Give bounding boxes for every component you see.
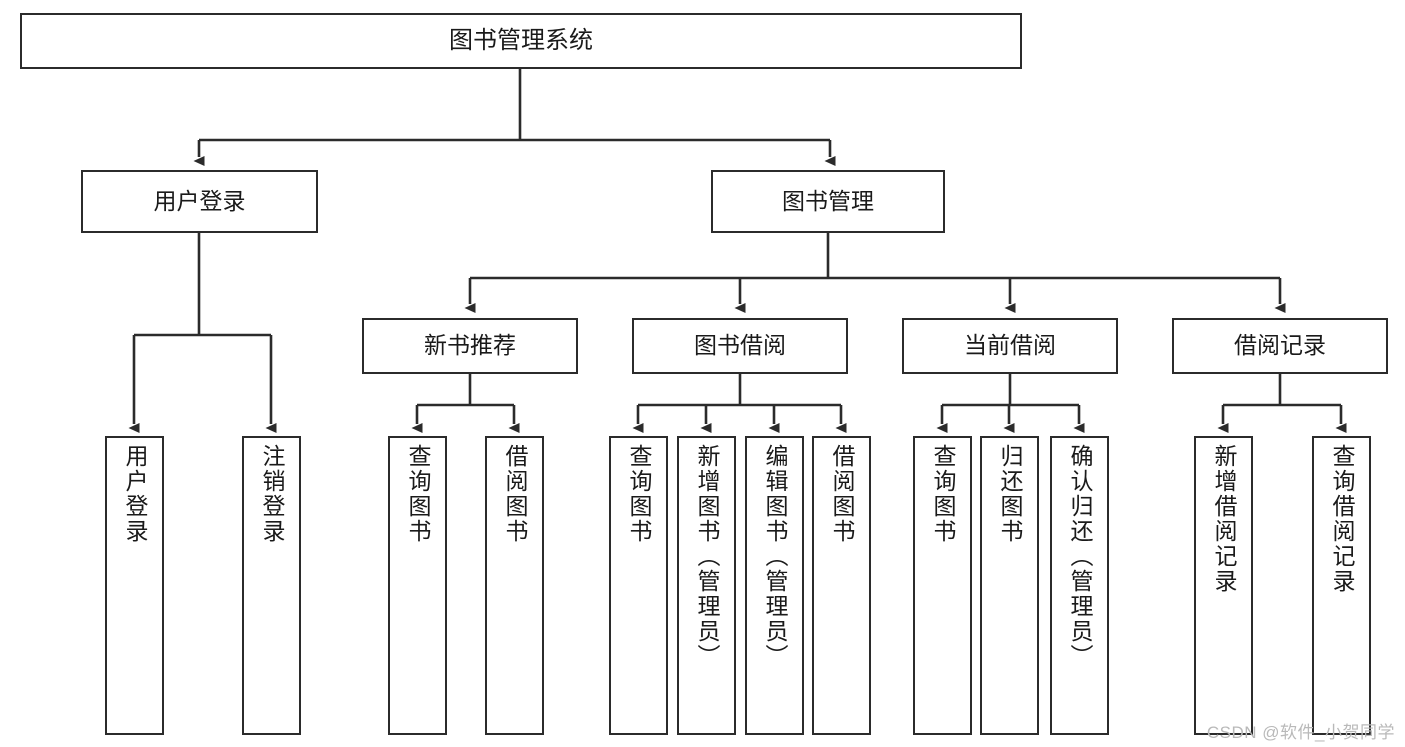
node-label: 新增借阅记录	[1211, 444, 1237, 594]
node-label: 查询图书	[930, 444, 956, 544]
node-label: 查询图书	[405, 444, 431, 544]
node-book-management[interactable]: 图书管理	[711, 170, 945, 233]
leaf-record-query-borrow-record[interactable]: 查询借阅记录	[1312, 436, 1371, 735]
node-label: 注销登录	[259, 444, 285, 544]
leaf-current-return-book[interactable]: 归还图书	[980, 436, 1039, 735]
leaf-borrow-edit-book-admin[interactable]: 编辑图书（管理员）	[745, 436, 804, 735]
leaf-current-query-book[interactable]: 查询图书	[913, 436, 972, 735]
node-label: 借阅图书	[502, 444, 528, 544]
node-borrow-record[interactable]: 借阅记录	[1172, 318, 1388, 374]
node-label: 当前借阅	[964, 332, 1056, 359]
node-label: 借阅记录	[1234, 332, 1326, 359]
leaf-borrow-borrow-book[interactable]: 借阅图书	[812, 436, 871, 735]
watermark-text: CSDN @软件_小贺同学	[1206, 723, 1395, 742]
node-label: 确认归还（管理员）	[1067, 444, 1093, 669]
node-label: 图书管理	[782, 187, 874, 214]
leaf-current-confirm-return-admin[interactable]: 确认归还（管理员）	[1050, 436, 1109, 735]
leaf-record-add-borrow-record[interactable]: 新增借阅记录	[1194, 436, 1253, 735]
leaf-recommend-borrow-book[interactable]: 借阅图书	[485, 436, 544, 735]
node-new-book-recommend[interactable]: 新书推荐	[362, 318, 578, 374]
leaf-recommend-query-book[interactable]: 查询图书	[388, 436, 447, 735]
node-label: 图书借阅	[694, 332, 786, 359]
leaf-borrow-add-book-admin[interactable]: 新增图书（管理员）	[677, 436, 736, 735]
node-label: 查询图书	[626, 444, 652, 544]
node-user-login[interactable]: 用户登录	[81, 170, 318, 233]
node-label: 用户登录	[153, 187, 246, 214]
node-label: 用户登录	[122, 444, 148, 544]
node-book-borrow[interactable]: 图书借阅	[632, 318, 848, 374]
node-label: 查询借阅记录	[1329, 444, 1355, 594]
leaf-borrow-query-book[interactable]: 查询图书	[609, 436, 668, 735]
node-label: 图书管理系统	[449, 26, 593, 54]
node-label: 新书推荐	[424, 332, 516, 359]
node-label: 归还图书	[997, 444, 1023, 544]
leaf-user-logout[interactable]: 注销登录	[242, 436, 301, 735]
node-current-borrow[interactable]: 当前借阅	[902, 318, 1118, 374]
node-label: 借阅图书	[829, 444, 855, 544]
node-label: 编辑图书（管理员）	[762, 444, 788, 669]
leaf-user-login[interactable]: 用户登录	[105, 436, 164, 735]
node-label: 新增图书（管理员）	[694, 444, 720, 669]
node-root-system[interactable]: 图书管理系统	[20, 13, 1022, 69]
